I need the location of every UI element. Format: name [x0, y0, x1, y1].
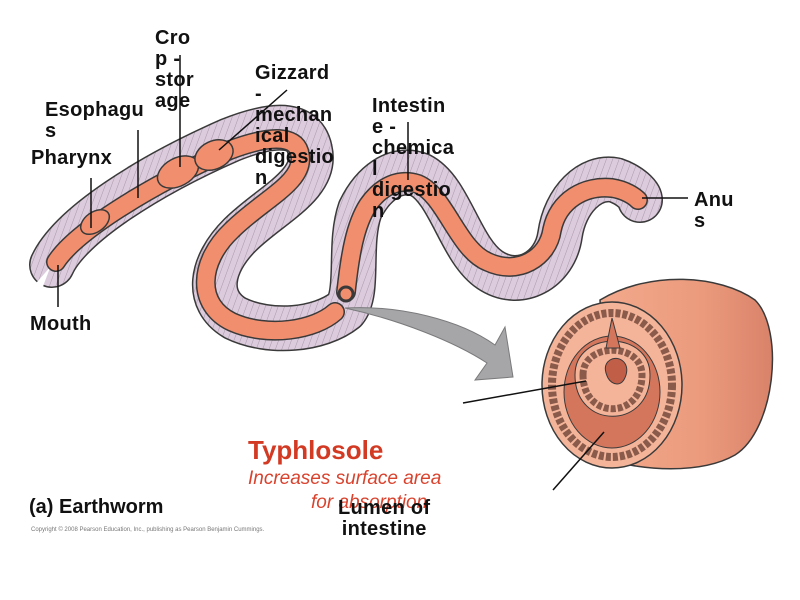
figure-caption: (a) Earthworm [29, 496, 164, 518]
label-pharynx: Pharynx [31, 147, 113, 169]
label-gizzard: Gizzard - mechan ical digestio n [255, 62, 335, 189]
label-lumen-of-intestine: Lumen of intestine [338, 497, 431, 540]
label-crop: Cro p - stor age [155, 27, 194, 112]
leader-lines [57, 55, 688, 491]
label-intestine: Intestin e - chemica l digestio n [372, 95, 455, 222]
label-esophagus: Esophagu s [45, 99, 145, 142]
copyright-notice: Copyright © 2008 Pearson Education, Inc.… [31, 527, 265, 533]
typhlosole-title: Typhlosole [248, 435, 384, 465]
digestive-tract [46, 129, 648, 341]
label-anus: Anu s [694, 189, 734, 232]
magnify-arrow [344, 307, 514, 381]
typhlosole-description-line2: for absorption [311, 492, 428, 513]
typhlosole-description-line1: Increases surface area [248, 468, 442, 489]
intestine-cross-section [541, 278, 774, 470]
label-mouth: Mouth [30, 313, 92, 335]
